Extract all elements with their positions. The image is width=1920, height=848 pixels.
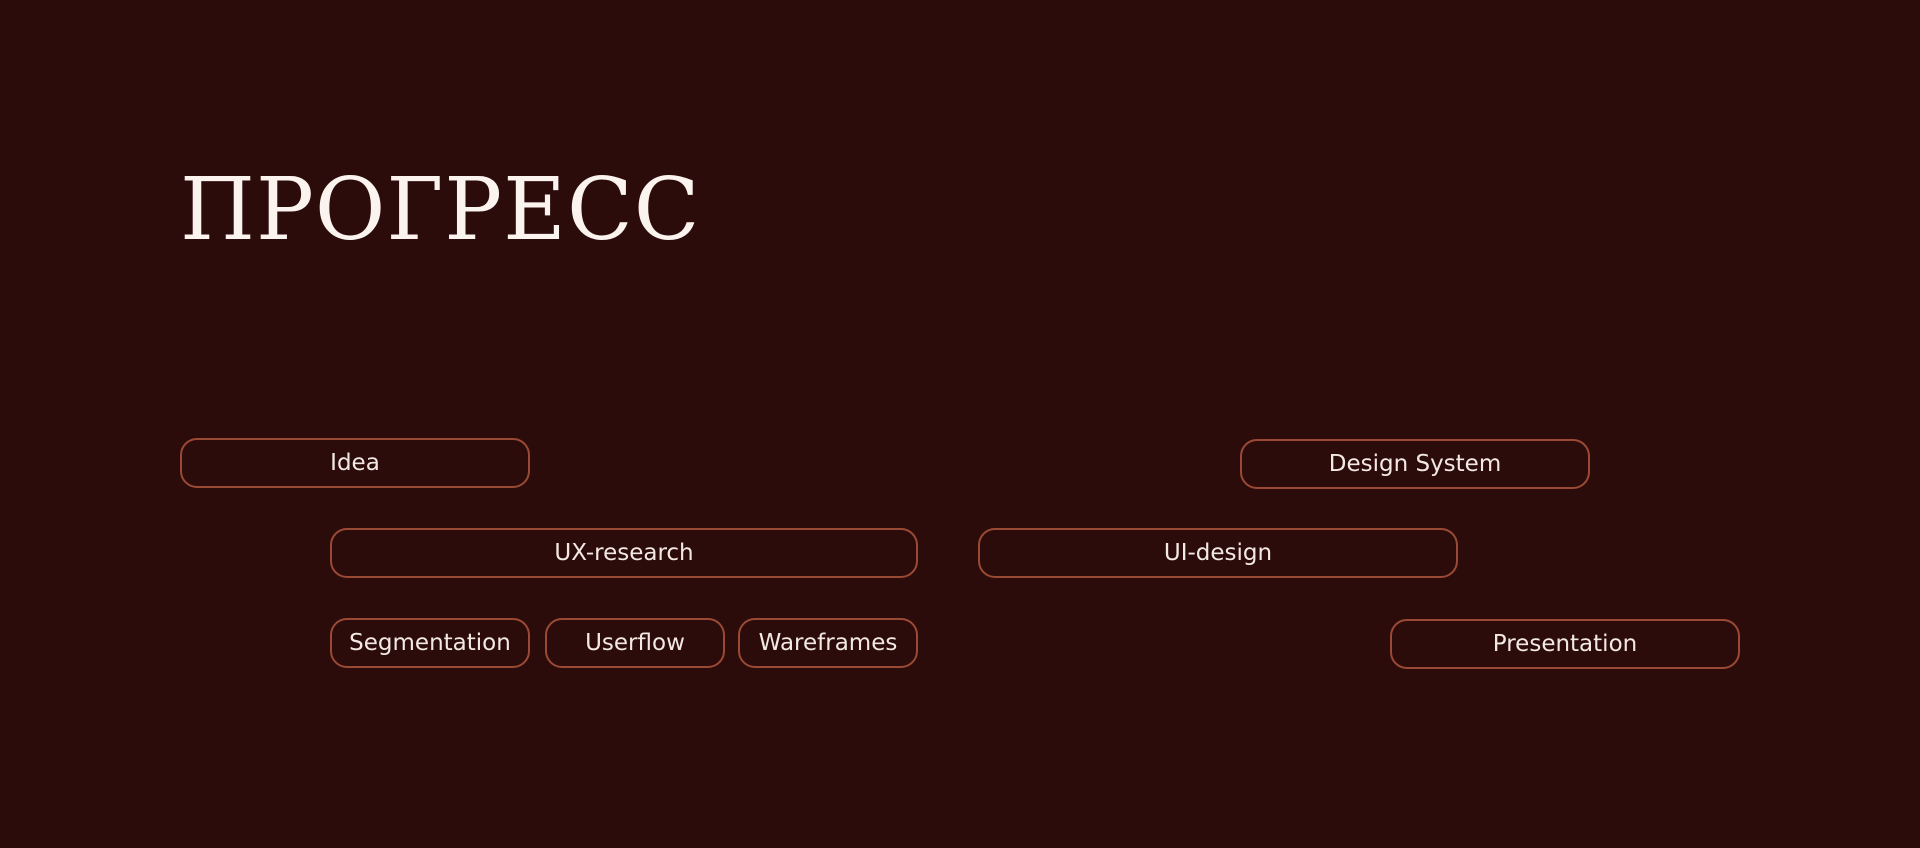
step-ux-research[interactable]: UX-research: [330, 528, 918, 578]
step-ux-research-label: UX-research: [554, 540, 694, 566]
step-ui-design[interactable]: UI-design: [978, 528, 1458, 578]
page-title: ПРОГРЕСС: [180, 160, 701, 260]
step-userflow[interactable]: Userflow: [545, 618, 725, 668]
step-segmentation-label: Segmentation: [349, 630, 511, 656]
step-presentation-label: Presentation: [1492, 631, 1638, 657]
step-design-system[interactable]: Design System: [1240, 439, 1590, 489]
step-idea-label: Idea: [330, 450, 380, 476]
step-design-system-label: Design System: [1328, 451, 1502, 477]
step-userflow-label: Userflow: [585, 630, 685, 656]
step-segmentation[interactable]: Segmentation: [330, 618, 530, 668]
step-wareframes[interactable]: Wareframes: [738, 618, 918, 668]
step-idea[interactable]: Idea: [180, 438, 530, 488]
step-presentation[interactable]: Presentation: [1390, 619, 1740, 669]
step-wareframes-label: Wareframes: [758, 630, 898, 656]
step-ui-design-label: UI-design: [1163, 540, 1273, 566]
